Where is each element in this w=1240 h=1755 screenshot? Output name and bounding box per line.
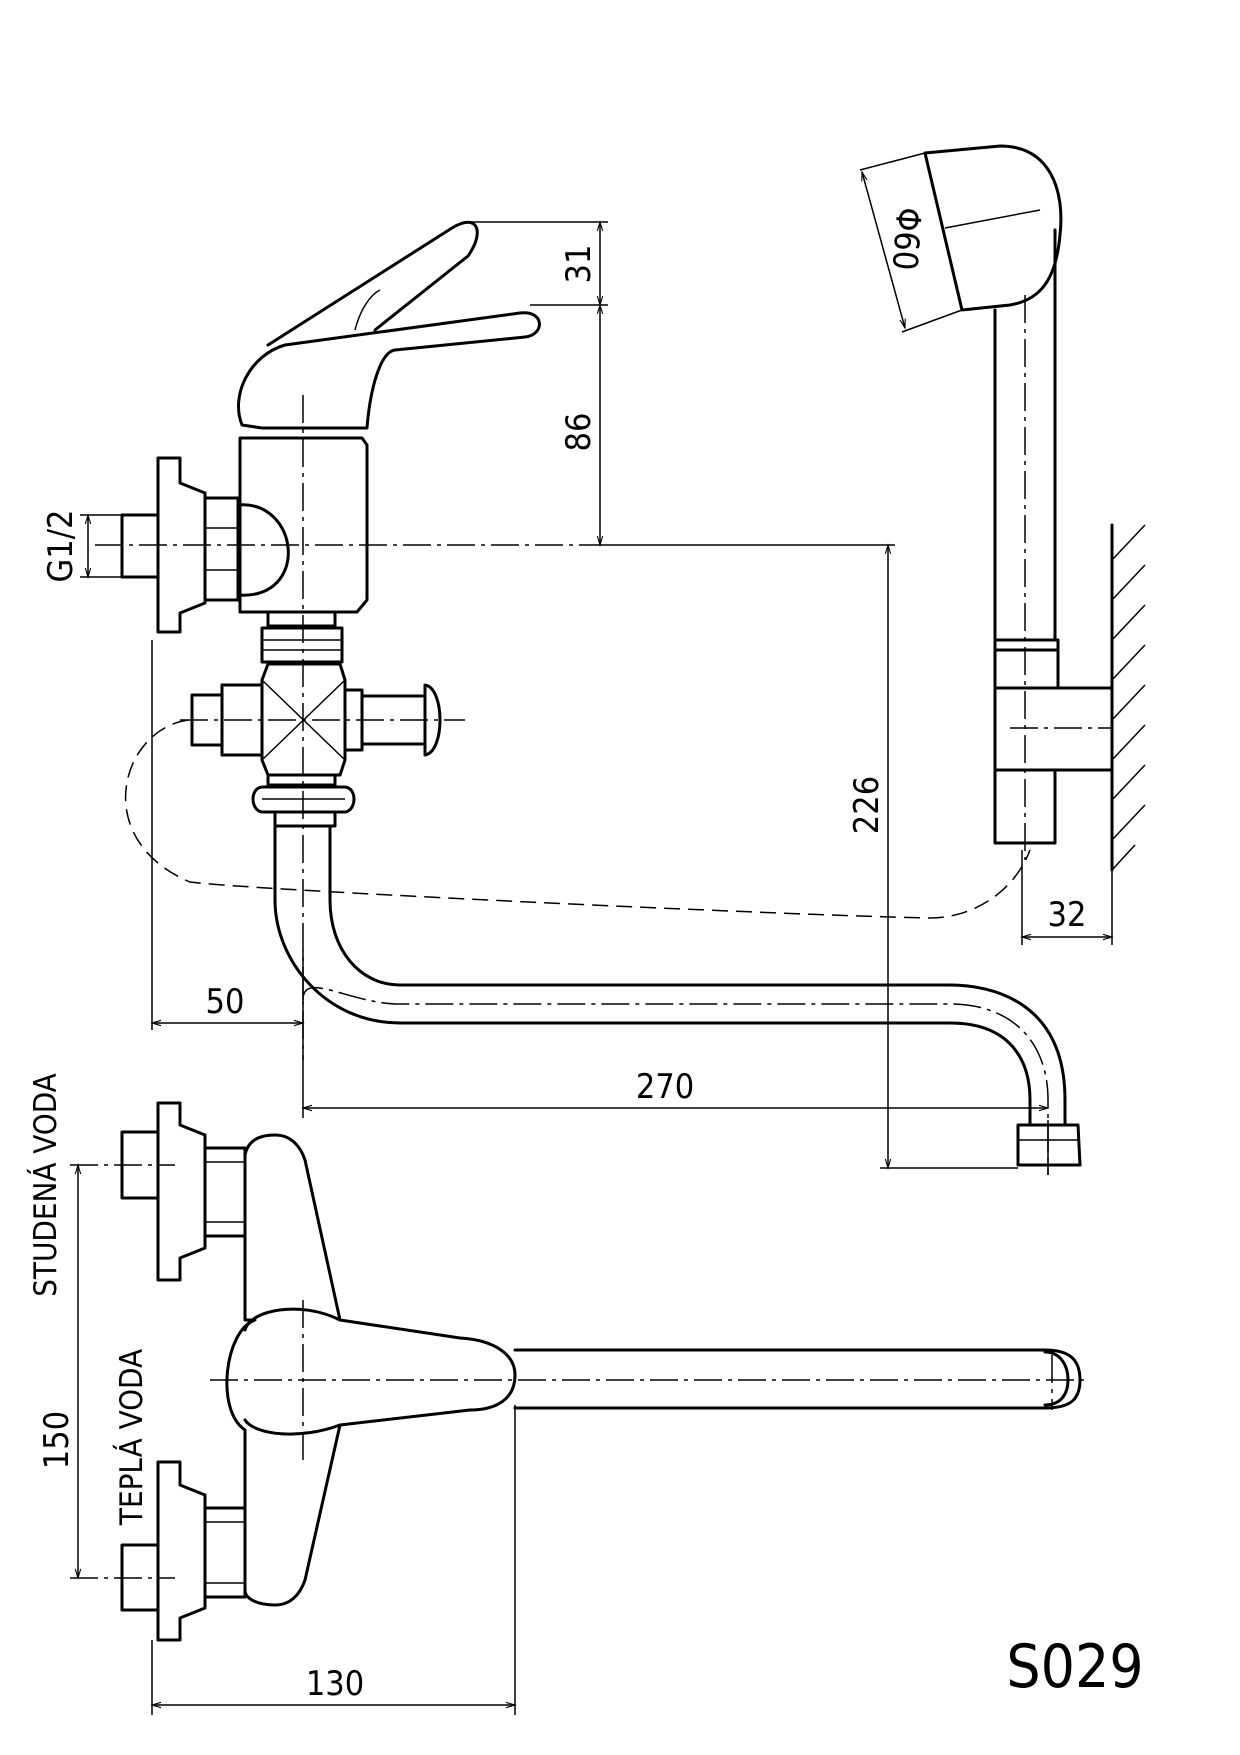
dim-outlet-drop: 226 [847,776,887,834]
product-code: S029 [1006,1632,1143,1702]
dim-body-height: 86 [559,413,599,452]
dim-connection-thread: G1/2 [41,510,81,583]
dim-spout-reach: 270 [636,1067,694,1107]
side-view [95,220,1082,1175]
label-cold-water: STUDENÁ VODA [28,1073,64,1297]
front-view [70,1101,1090,1642]
dim-inlet-spacing: 150 [37,1411,77,1469]
hand-shower [923,144,1146,872]
dim-shower-diameter: Φ60 [884,206,928,272]
dimensions [74,152,1114,1715]
dim-lever-rise: 31 [559,245,599,284]
dim-holder-offset: 32 [1048,895,1087,935]
wall-hatching [1111,524,1146,871]
dim-wall-offset: 50 [206,982,245,1022]
label-hot-water: TEPLÁ VODA [114,1349,150,1526]
dim-body-depth: 130 [306,1664,364,1704]
